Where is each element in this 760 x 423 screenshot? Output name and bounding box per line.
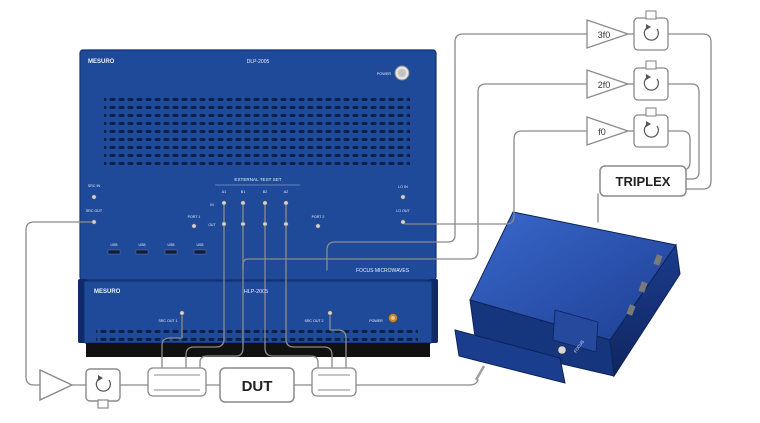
hlp-2005-panel: MESURO HLP-2005 SRC OUT 1 SRC OUT 2 POWE… xyxy=(78,279,438,357)
lo-in-port[interactable] xyxy=(400,194,406,200)
active-tuner-box: FOCUS xyxy=(454,211,681,384)
hlp-power-label: POWER xyxy=(369,319,383,323)
dlp-2005-panel: MESURO DLP-2005 POWER EXTERNAL TEST SET … xyxy=(79,49,437,281)
dut-label: DUT xyxy=(242,378,273,395)
triplex-block[interactable]: TRIPLEX xyxy=(599,165,687,197)
dlp-vent-grille xyxy=(104,93,410,168)
usb-port[interactable] xyxy=(193,249,207,255)
out-label: OUT xyxy=(208,223,215,227)
src-out1-port[interactable] xyxy=(179,310,185,316)
usb-label: USB xyxy=(111,243,119,247)
usb-port[interactable] xyxy=(107,249,121,255)
input-amplifier xyxy=(39,368,74,402)
b2-label: B2 xyxy=(263,190,267,194)
lo-in-label: LO IN xyxy=(398,185,408,189)
in-label: IN xyxy=(210,203,214,207)
amplifier-triangle-icon xyxy=(586,116,631,146)
tuner-logo-icon xyxy=(557,345,567,355)
wiring xyxy=(25,33,712,386)
usb-port[interactable] xyxy=(135,249,149,255)
label-3f0: 3f0 xyxy=(598,30,611,40)
usb-label: USB xyxy=(168,243,176,247)
circulator-icon xyxy=(643,24,659,41)
label-2f0: 2f0 xyxy=(598,80,611,90)
port1-label: PORT 1 xyxy=(188,215,201,219)
lo-out-port[interactable] xyxy=(400,219,406,225)
src-out2-label: SRC OUT 2 xyxy=(304,319,323,323)
amplifier-triangle-icon xyxy=(586,19,631,49)
src-in-label: SRC IN xyxy=(88,184,101,188)
usb-ports: USB USB USB USB xyxy=(107,243,207,255)
tuner-rf-connector[interactable] xyxy=(474,365,486,381)
amplifier-triangle-icon xyxy=(586,69,631,99)
chain-2f0: 2f0 xyxy=(586,60,669,101)
wire-2f0 xyxy=(242,83,588,271)
dlp-brand: MESURO xyxy=(88,59,115,65)
wire-circ3-triplex xyxy=(667,33,712,190)
wire-circ2-triplex xyxy=(667,83,700,180)
wire-coupler2-tap-a2 xyxy=(285,225,333,376)
port1-connector[interactable] xyxy=(191,223,197,229)
triplex-label: TRIPLEX xyxy=(616,174,671,189)
src-in-port[interactable] xyxy=(91,194,97,200)
usb-label: USB xyxy=(139,243,147,247)
circulator-icon xyxy=(643,121,659,138)
dlp-power-button[interactable] xyxy=(394,65,410,81)
port2-label: PORT 2 xyxy=(312,215,325,219)
usb-label: USB xyxy=(197,243,205,247)
label-f0: f0 xyxy=(598,127,606,137)
wire-coupler2-tap-src2 xyxy=(329,315,347,376)
lo-out-label: LO OUT xyxy=(396,209,410,213)
src-out2-port[interactable] xyxy=(327,310,333,316)
coupler-1 xyxy=(147,367,207,397)
input-circulator xyxy=(85,368,121,409)
wire-circ1-triplex xyxy=(667,130,691,171)
port2-connector[interactable] xyxy=(315,223,321,229)
hlp-power-button[interactable] xyxy=(388,313,398,323)
wire-coupler2-tuner xyxy=(355,379,479,386)
wire-f0 xyxy=(404,130,588,225)
wire-coupler2-tap-b2 xyxy=(264,225,319,376)
a1-label: A1 xyxy=(222,190,226,194)
wire-coupler1-tap-b1 xyxy=(199,225,244,376)
hlp-model: HLP-2005 xyxy=(244,289,268,295)
chain-f0: f0 xyxy=(586,107,669,148)
b1-label: B1 xyxy=(241,190,245,194)
circulator-icon xyxy=(95,375,111,392)
dlp-power-label: POWER xyxy=(377,72,392,76)
dlp-model: DLP-2005 xyxy=(247,59,270,65)
wire-src-out-amp xyxy=(25,221,93,386)
amplifier-triangle-icon xyxy=(39,368,74,402)
src-out-label: SRC OUT xyxy=(86,209,103,213)
wire-3f0 xyxy=(326,33,588,271)
circulator-icon xyxy=(643,74,659,91)
coupler-2 xyxy=(311,367,357,397)
wire-coupler1-tap-a1 xyxy=(185,225,225,376)
a2-label: A2 xyxy=(284,190,288,194)
focus-microwaves-label: FOCUS MICROWAVES xyxy=(356,268,410,274)
src-out1-label: SRC OUT 1 xyxy=(158,319,177,323)
wire-coupler1-tap-src1 xyxy=(161,315,183,376)
external-test-set-label: EXTERNAL TEST SET xyxy=(234,177,281,182)
hlp-vent-grille xyxy=(96,330,418,344)
usb-port[interactable] xyxy=(164,249,178,255)
hlp-base xyxy=(86,343,430,357)
hlp-brand: MESURO xyxy=(94,289,121,295)
chain-3f0: 3f0 xyxy=(586,10,669,51)
dut-block[interactable]: DUT xyxy=(219,367,295,403)
